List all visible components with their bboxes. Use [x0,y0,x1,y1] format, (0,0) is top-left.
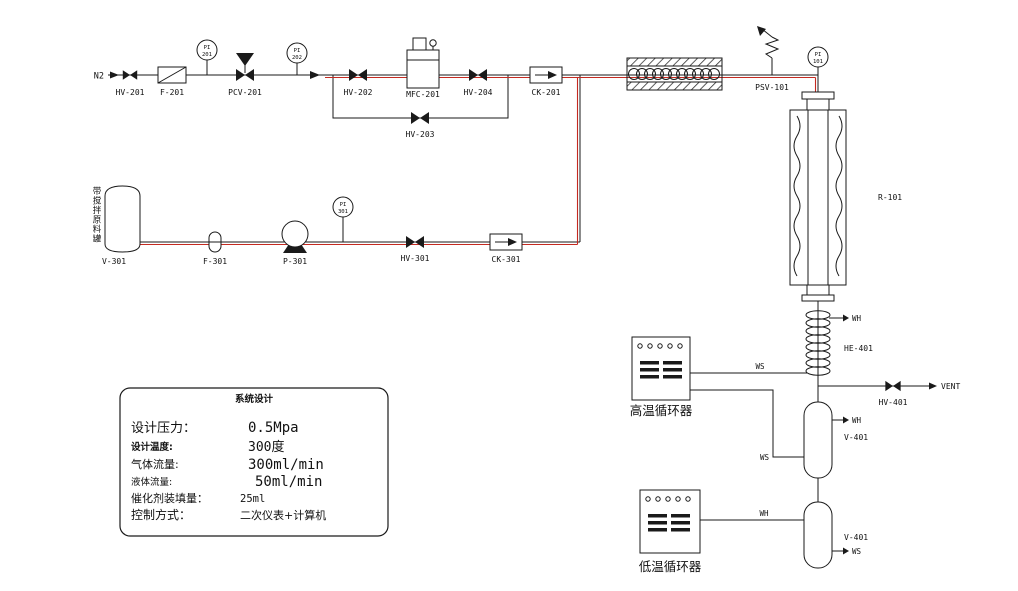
gauge-pi-202-type: PI [294,48,301,54]
relief-valve-psv-101: PSV-101 [755,26,789,92]
flow-arrows [110,71,937,555]
gauge-pi-202: PI 202 [286,42,308,64]
spec-row-2-value: 300ml/min [248,457,324,473]
mfc-201-label: MFC-201 [406,90,440,99]
cold-circulator-label: 低温循环器 [639,559,702,574]
valve-icon [349,69,367,81]
valve-hv-203-label: HV-203 [406,130,435,139]
vent-arrow [929,382,937,390]
spec-box: 系统设计 设计压力： 0.5Mpa 设计温度: 300度 气体流量: 300ml… [119,387,389,537]
check-valve-ck-201: CK-201 [529,66,563,97]
spec-row-3-value: 50ml/min [255,474,322,490]
wh-coil-label: WH [852,314,862,323]
vessel-v-401-upper: V-401 WH WS [760,401,868,479]
valve-hv-301-label: HV-301 [401,254,430,263]
valve-hv-201-label: HV-201 [116,88,145,97]
vessel-v-401-upper-label: V-401 [844,433,868,442]
spec-row-3-label: 液体流量: [131,476,172,488]
valve-icon [406,236,424,248]
valve-hv-301: HV-301 [401,236,430,263]
wh-lower-label: WH [759,509,769,518]
gauge-pi-202-num: 202 [292,55,302,61]
spec-box-title: 系统设计 [235,393,274,405]
spec-row-4-label: 催化剂装填量： [131,491,208,505]
ws-upper-label: WS [760,453,770,462]
spec-row-1-label: 设计温度: [131,441,173,453]
reactor-r-101: R-101 [789,91,902,302]
filter-f-201-label: F-201 [160,88,184,97]
heat-exchanger-he-401-label: HE-401 [844,344,873,353]
valve-hv-203: HV-203 [406,112,435,139]
gauge-pi-301-type: PI [340,202,347,208]
spec-row-5-value: 二次仪表+计算机 [240,508,326,522]
hot-circulator-label: 高温循环器 [630,403,693,418]
preheater [626,57,723,91]
spec-row-1-value: 300度 [248,439,284,455]
check-valve-ck-301: CK-301 [489,233,523,264]
n2-inlet-label: N2 [94,72,104,82]
heat-exchanger-he-401: HE-401 WH WS [755,310,873,376]
reactor-r-101-label: R-101 [878,193,902,202]
valve-hv-201: HV-201 [116,70,145,97]
pump-p-301-label: P-301 [283,257,307,266]
preheater-coil-icon [628,68,720,80]
hot-circulator: 高温循环器 [630,336,693,418]
ws-lower-label: WS [852,547,862,556]
ws-coil-label: WS [755,362,765,371]
valve-hv-401-label: HV-401 [879,398,908,407]
gauge-pi-301-num: 301 [338,209,348,215]
spec-row-4-value: 25ml [240,493,265,505]
mass-flow-controller-mfc-201: MFC-201 [406,37,440,99]
gauge-pi-101-num: 101 [813,59,823,65]
valve-hv-204-label: HV-204 [464,88,493,97]
valve-hv-204: HV-204 [464,69,493,97]
tank-v-301-label: V-301 [102,257,126,266]
cold-circulator: 低温循环器 [639,489,702,574]
valve-hv-202: HV-202 [344,69,373,97]
spec-row-0-value: 0.5Mpa [248,420,299,436]
valve-hv-202-label: HV-202 [344,88,373,97]
inlet-flow-arrow [110,71,119,79]
gauge-pi-201: PI 201 [196,39,218,61]
heat-trace-line [140,76,817,246]
pump-p-301: P-301 [281,220,309,266]
gauge-pi-201-num: 201 [202,52,212,58]
filter-f-301: F-301 [203,231,227,266]
valve-icon [122,70,138,80]
control-valve-pcv-201-label: PCV-201 [228,88,262,97]
filter-f-201: F-201 [157,66,187,97]
vent-label: VENT [941,382,960,391]
tank-v-301: 带搅拌原料罐 V-301 [93,185,141,266]
spec-row-2-label: 气体流量: [131,457,179,471]
gauge-pi-101-type: PI [815,52,822,58]
check-valve-ck-201-label: CK-201 [532,88,561,97]
wh-vessel-arrow [843,416,849,424]
valve-hv-401: HV-401 [879,380,908,407]
spec-row-0-label: 设计压力： [131,421,196,436]
control-valve-pcv-201: PCV-201 [228,53,262,97]
wh-upper-label: WH [852,416,862,425]
valve-icon [411,112,429,124]
valve-icon [469,69,487,81]
main-flow-arrow [310,71,320,79]
vessel-v-401-lower-label: V-401 [844,533,868,542]
wh-coil-arrow [843,314,849,322]
check-valve-ck-301-label: CK-301 [492,255,521,264]
spec-row-5-label: 控制方式： [131,507,191,522]
tank-v-301-note: 带搅拌原料罐 [93,187,102,245]
filter-f-301-label: F-301 [203,257,227,266]
gauge-pi-301: PI 301 [332,196,354,218]
ws-vessel-arrow [843,547,849,555]
gauge-pi-201-type: PI [204,45,211,51]
valve-icon [885,380,901,392]
gauge-pi-101: PI 101 [807,46,829,68]
piping [108,58,936,552]
relief-valve-psv-101-label: PSV-101 [755,83,789,92]
vessel-v-401-lower: V-401 WH WS [759,501,868,569]
